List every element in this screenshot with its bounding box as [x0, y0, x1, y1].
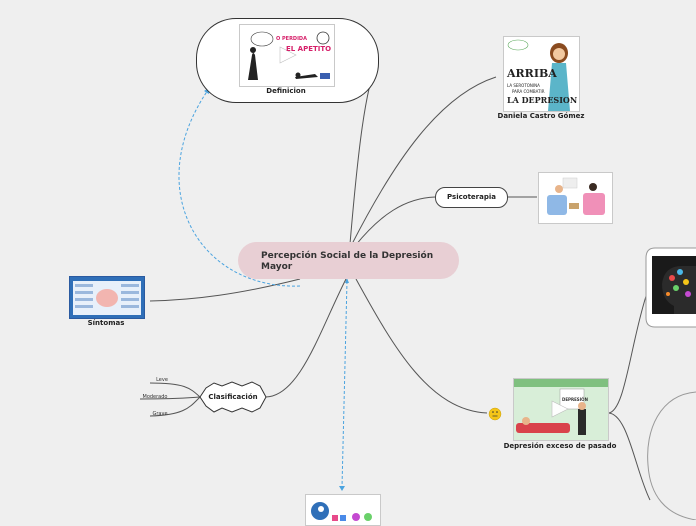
connector-right-branch-2 [607, 412, 651, 501]
definicion-video-thumbnail[interactable]: O PERDIDA EL APETITO [239, 24, 335, 87]
smiley-eye-right [496, 411, 498, 413]
brain-colorful-image[interactable] [652, 256, 696, 314]
clasificacion-item-grave[interactable]: Grave [152, 411, 168, 417]
right-bubble-bottom[interactable] [647, 391, 696, 520]
connector-daniela [351, 76, 497, 245]
depresion-pasado-thumb-text: DEPRESIÓN [562, 397, 588, 402]
connector-psicoterapia [354, 196, 436, 247]
daniela-image[interactable]: ARRIBA LA SEROTONINA PARA COMBATIR LA DE… [503, 36, 580, 112]
daniela-thumb-art [504, 37, 579, 111]
connector-sintomas [149, 278, 301, 302]
arrow-head-down [339, 486, 345, 491]
definicion-thumb-text-1: O PERDIDA [276, 36, 307, 42]
daniela-thumb-text-3: PARA COMBATIR [512, 89, 545, 94]
bottom-image[interactable] [305, 494, 381, 526]
depresion-pasado-video-thumbnail[interactable]: DEPRESIÓN [513, 378, 609, 441]
connector-clasificacion [265, 278, 347, 398]
daniela-thumb-text-4: LA DEPRESION [507, 95, 578, 105]
sintomas-thumb-art [70, 277, 144, 318]
dashed-link-definicion [178, 89, 301, 287]
sintomas-label: Síntomas [87, 319, 125, 327]
central-topic-label: Percepción Social de la Depresión Mayor [261, 251, 434, 272]
psicoterapia-label: Psicoterapia [447, 193, 496, 201]
daniela-label: Daniela Castro Gómez [497, 112, 585, 120]
depresion-pasado-thumb-art [514, 379, 608, 440]
daniela-thumb-text-1: ARRIBA [507, 67, 557, 80]
connector-depresion [355, 278, 488, 414]
psicoterapia-node[interactable]: Psicoterapia [435, 187, 508, 208]
depresion-pasado-label: Depresión exceso de pasado [503, 442, 617, 450]
definicion-label: Definicion [266, 87, 306, 95]
smiley-icon [488, 407, 502, 421]
clasificacion-shape[interactable] [199, 381, 267, 413]
arrow-head-up [345, 278, 349, 283]
connector-leve [149, 382, 201, 398]
clasificacion-item-moderado[interactable]: Moderado [142, 394, 168, 400]
clasificacion-label: Clasificación [208, 393, 258, 401]
clasificacion-item-leve[interactable]: Leve [156, 377, 168, 383]
connector-grave [149, 396, 201, 417]
central-topic[interactable]: Percepción Social de la Depresión Mayor [238, 242, 459, 279]
psicoterapia-image[interactable] [538, 172, 613, 224]
smiley-eye-left [492, 411, 494, 413]
connector-right-branch [607, 292, 648, 414]
bottom-thumb-art [306, 495, 380, 525]
definicion-thumb-text-2: EL APETITO [286, 45, 332, 53]
definicion-thumb-art [240, 25, 334, 86]
sintomas-image[interactable] [69, 276, 145, 319]
psicoterapia-thumb-art [539, 173, 612, 223]
connector-moderado [139, 396, 201, 400]
brain-thumb-art [652, 256, 696, 314]
daniela-thumb-text-2: LA SEROTONINA [507, 83, 540, 88]
dashed-link-bottom [341, 280, 348, 488]
